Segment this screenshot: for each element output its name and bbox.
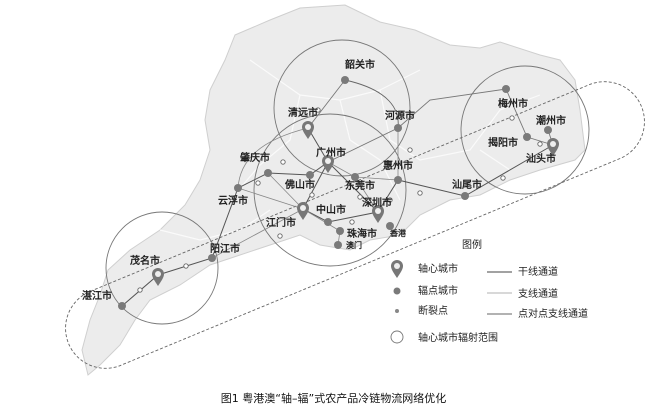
node-foshan[interactable]: [306, 171, 314, 179]
node-jieyang[interactable]: [523, 133, 531, 141]
radius-circle-shantou: [460, 65, 590, 195]
legend-spoke-city: 辐点城市: [418, 284, 458, 297]
label-qingyuan: 清远市: [288, 106, 318, 119]
radius-circle-pearl-delta: [253, 113, 407, 267]
node-huizhou[interactable]: [394, 176, 402, 184]
legend-title: 图例: [462, 238, 482, 251]
node-dongguan[interactable]: [351, 173, 359, 181]
label-macau: 澳门: [346, 240, 362, 250]
node-zhaoqing[interactable]: [264, 169, 272, 177]
city-labels: 清远市 广州市 江门市 深圳市 汕头市 茂名市 韶关市 肇庆市 佛山市 云浮市 …: [82, 58, 566, 302]
node-meizhou[interactable]: [502, 85, 510, 93]
node-shanwei[interactable]: [461, 192, 469, 200]
label-dongguan: 东莞市: [345, 179, 375, 192]
radius-circle-maoming: [105, 211, 219, 325]
trunk-corridor-band: [65, 81, 645, 369]
node-zhanjiang[interactable]: [118, 302, 126, 310]
legend-axis-pin-icon: [391, 260, 403, 278]
label-zhanjiang: 湛江市: [82, 289, 112, 302]
label-maoming: 茂名市: [130, 254, 160, 267]
legend-spoke-dot-icon: [393, 287, 401, 295]
node-shaoguan[interactable]: [341, 76, 349, 84]
legend-p2p: 点对点支线通道: [518, 307, 588, 320]
label-meizhou: 梅州市: [498, 97, 528, 110]
figure-caption: 图1 粤港澳“轴–辐”式农产品冷链物流网络优化: [220, 392, 447, 405]
label-jieyang: 揭阳市: [488, 136, 518, 149]
break-points: [137, 107, 543, 293]
label-zhongshan: 中山市: [316, 203, 346, 216]
node-heyuan[interactable]: [394, 124, 402, 132]
legend-break-point: 断裂点: [418, 304, 448, 317]
label-heyuan: 河源市: [385, 109, 415, 122]
legend-trunk: 干线通道: [518, 265, 558, 278]
label-guangzhou: 广州市: [316, 146, 346, 159]
district-borders: [159, 59, 541, 241]
legend-branch: 支线通道: [518, 287, 558, 300]
node-yangjiang[interactable]: [208, 254, 216, 262]
label-shenzhen: 深圳市: [362, 196, 392, 209]
node-chaozhou[interactable]: [544, 126, 552, 134]
label-shanwei: 汕尾市: [452, 178, 482, 191]
province-land: [81, 4, 586, 376]
label-chaozhou: 潮州市: [536, 114, 566, 127]
label-yunfu: 云浮市: [218, 194, 248, 207]
legend-radius-circle-icon: [390, 330, 404, 344]
legend: 图例 轴心城市 辐点城市 断裂点 轴心城市辐射范围 干线通道 支线通道 点对点支…: [390, 238, 588, 344]
label-zhaoqing: 肇庆市: [239, 151, 270, 164]
legend-radius: 轴心城市辐射范围: [418, 331, 498, 344]
label-shaoguan: 韶关市: [345, 58, 375, 71]
node-zhuhai[interactable]: [336, 227, 344, 235]
label-zhuhai: 珠海市: [347, 227, 377, 240]
label-yangjiang: 阳江市: [210, 242, 240, 255]
node-hongkong[interactable]: [386, 222, 394, 230]
label-jiangmen: 江门市: [266, 216, 296, 229]
label-hongkong: 香港: [389, 228, 407, 238]
node-zhongshan[interactable]: [324, 218, 332, 226]
label-foshan: 佛山市: [284, 178, 315, 191]
legend-break-dot-icon: [395, 309, 399, 313]
node-yunfu[interactable]: [234, 184, 242, 192]
legend-axis-city: 轴心城市: [418, 262, 458, 275]
spoke-nodes: [118, 76, 552, 310]
label-shantou: 汕头市: [526, 152, 556, 165]
node-macau[interactable]: [334, 241, 342, 249]
label-huizhou: 惠州市: [383, 159, 413, 172]
radiation-circles: [105, 39, 590, 325]
